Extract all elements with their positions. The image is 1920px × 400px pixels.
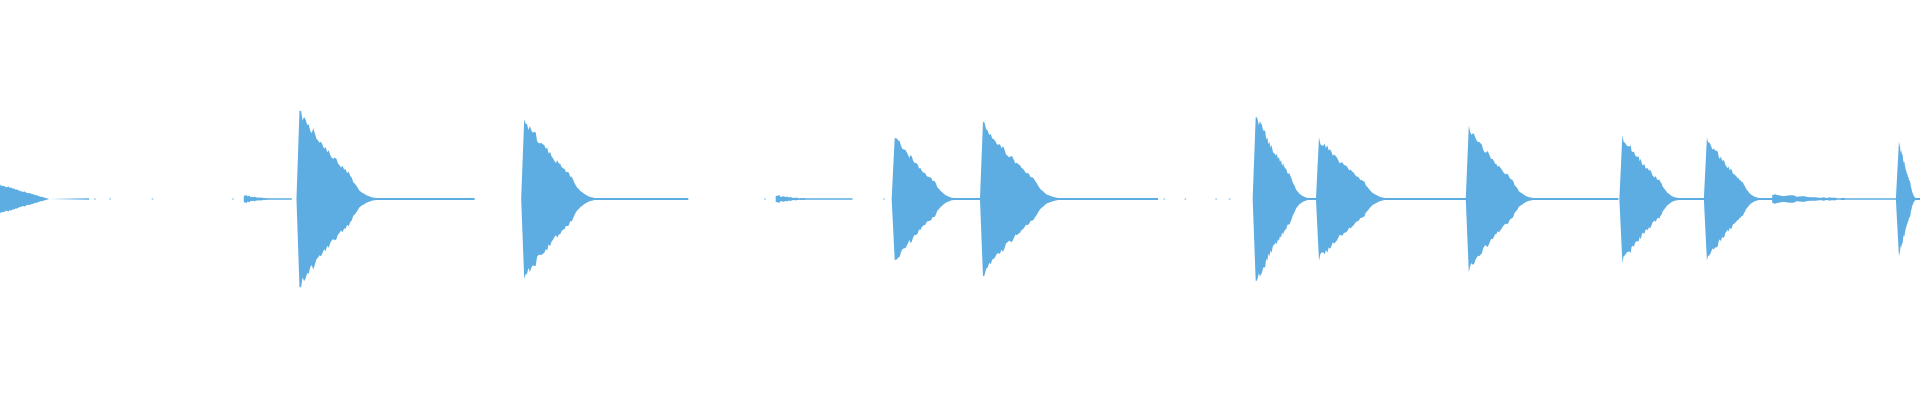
waveform-onset-2 (296, 110, 475, 288)
waveform-onset-0 (0, 184, 90, 214)
waveform-noise-8 (764, 198, 766, 200)
waveform-noise-13 (1163, 198, 1165, 200)
waveform-noise-16 (1228, 198, 1231, 200)
waveform-onset-1 (243, 194, 292, 204)
waveform-noise-11 (883, 198, 885, 200)
waveform-onset-13 (1895, 142, 1920, 256)
waveform-onset-12 (1772, 194, 1920, 204)
waveform-marks (0, 110, 1920, 288)
waveform-onset-6 (980, 121, 1159, 277)
waveform-onset-9 (1465, 125, 1619, 273)
waveform-noise-3 (151, 198, 154, 200)
waveform-noise-15 (1215, 198, 1217, 200)
waveform-onset-10 (1619, 135, 1754, 263)
waveform-noise-14 (1184, 198, 1187, 200)
waveform-onset-7 (1252, 117, 1377, 281)
waveform-noise-4 (232, 198, 234, 200)
waveform-onset-4 (775, 195, 853, 203)
waveform-onset-11 (1703, 137, 1831, 261)
waveform-onset-5 (891, 137, 1034, 261)
waveform-onset-3 (521, 119, 689, 279)
waveform-noise-1 (94, 198, 96, 200)
waveform-onset-8 (1316, 137, 1476, 261)
waveform-noise-2 (109, 198, 111, 200)
